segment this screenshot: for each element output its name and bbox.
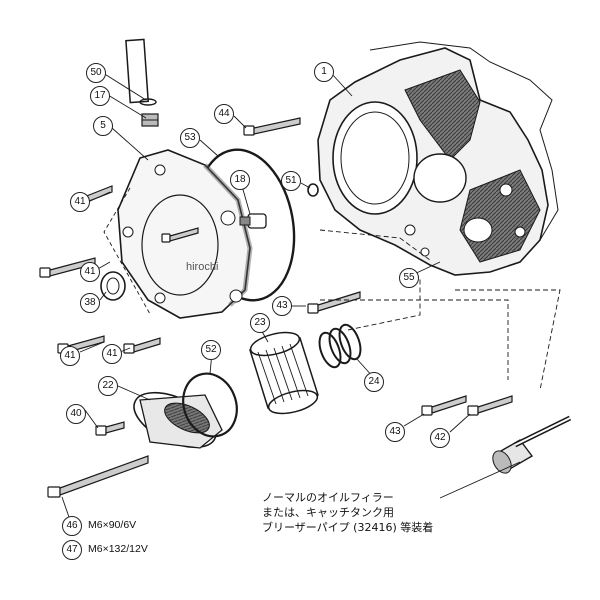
callout-24: 24 — [364, 372, 384, 392]
note-line-3: ブリーザーパイプ (32416) 等装着 — [262, 521, 434, 534]
callout-5: 5 — [93, 116, 113, 136]
callout-47: 47 — [62, 540, 82, 560]
plug-18 — [239, 213, 267, 229]
callout-42: 42 — [430, 428, 450, 448]
callout-43-b: 43 — [385, 422, 405, 442]
breather-pipe — [125, 38, 150, 104]
callout-41-a: 41 — [70, 192, 90, 212]
callout-1: 1 — [314, 62, 334, 82]
leader-lines — [61, 72, 561, 521]
callout-18: 18 — [230, 170, 250, 190]
washer-50 — [139, 98, 157, 106]
bolt-43-upper — [307, 291, 361, 314]
callout-41-c: 41 — [60, 346, 80, 366]
callout-22: 22 — [98, 376, 118, 396]
watermark: hirochi — [186, 261, 219, 273]
filler-note: ノーマルのオイルフィラー または、キャッチタンク用 ブリーザーパイプ (3241… — [262, 490, 433, 535]
callout-53: 53 — [180, 128, 200, 148]
callout-43-a: 43 — [272, 296, 292, 316]
spec-46: M6×90/6V — [88, 519, 137, 531]
bolt-41-center — [161, 227, 199, 243]
callout-41-d: 41 — [102, 344, 122, 364]
callout-55: 55 — [399, 268, 419, 288]
seal-38 — [100, 271, 126, 301]
o-ring-51 — [307, 183, 319, 197]
callout-40: 40 — [66, 404, 86, 424]
callout-51: 51 — [281, 171, 301, 191]
spec-47: M6×132/12V — [88, 543, 148, 555]
crankcase-cover — [317, 41, 559, 276]
bolts — [39, 117, 513, 498]
spring-24 — [318, 323, 362, 369]
o-ring-52 — [182, 372, 238, 438]
callout-50: 50 — [86, 63, 106, 83]
callout-46: 46 — [62, 516, 82, 536]
callout-44: 44 — [214, 104, 234, 124]
oil-filter-23 — [249, 331, 319, 415]
bolt-40 — [95, 421, 125, 436]
note-line-2: または、キャッチタンク用 — [262, 506, 394, 519]
bolt-46-47 — [47, 455, 149, 498]
bolt-44 — [243, 117, 301, 136]
bolt-42 — [467, 395, 513, 416]
callout-23: 23 — [250, 313, 270, 333]
note-line-1: ノーマルのオイルフィラー — [262, 491, 394, 504]
callout-52: 52 — [201, 340, 221, 360]
bolt-43-lower — [421, 395, 467, 416]
callout-38: 38 — [80, 293, 100, 313]
callout-17: 17 — [90, 86, 110, 106]
callout-41-b: 41 — [80, 262, 100, 282]
fitting-17 — [141, 113, 159, 127]
filter-cap-22 — [133, 391, 223, 449]
bolt-41-lower2 — [123, 337, 161, 354]
oil-filler-plug — [492, 415, 572, 474]
